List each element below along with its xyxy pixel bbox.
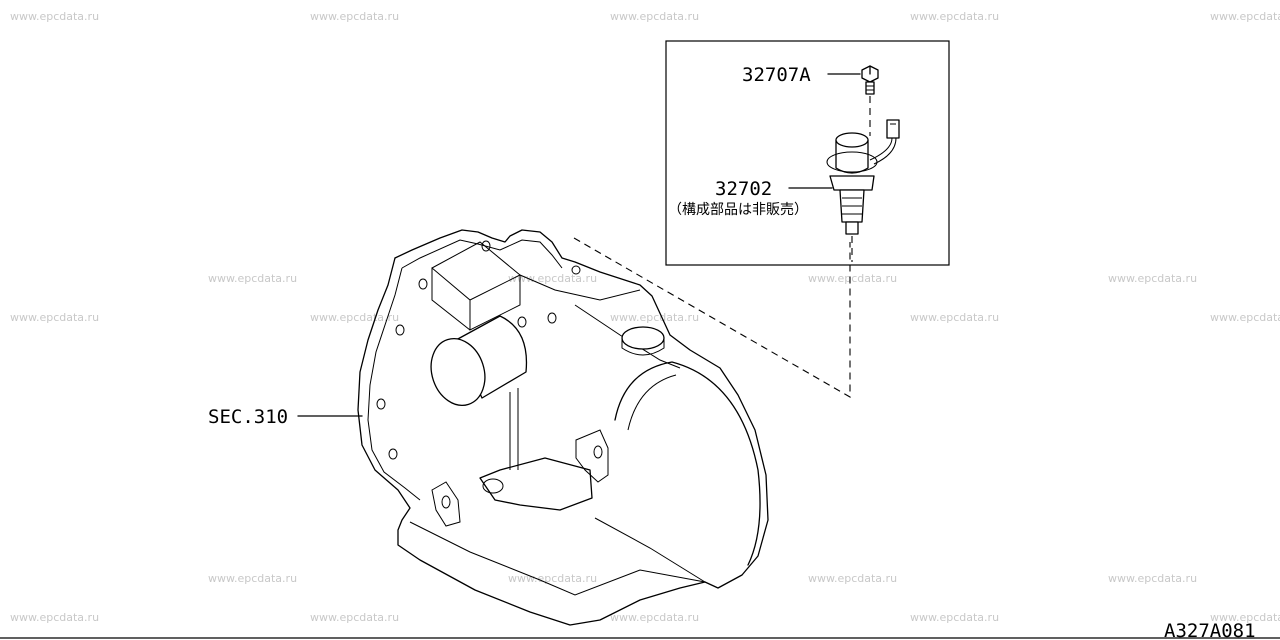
watermark-layer: www.epcdata.ru www.epcdata.ru www.epcdat… [10, 10, 1280, 624]
dashed-leader-line [573, 237, 851, 398]
watermark: www.epcdata.ru [208, 272, 297, 285]
watermark: www.epcdata.ru [910, 311, 999, 324]
watermark: www.epcdata.ru [808, 272, 897, 285]
watermark: www.epcdata.ru [808, 572, 897, 585]
watermark: www.epcdata.ru [1210, 311, 1280, 324]
detail-inset-box [665, 40, 950, 266]
watermark: www.epcdata.ru [10, 10, 99, 23]
watermark: www.epcdata.ru [1210, 10, 1280, 23]
speed-sensor-32702-drawing [826, 119, 900, 262]
section-reference-label: SEC.310 [208, 406, 288, 428]
watermark: www.epcdata.ru [310, 10, 399, 23]
bolt-32707a-drawing [861, 65, 879, 136]
part-label-bolt: 32707A [742, 64, 811, 86]
watermark: www.epcdata.ru [310, 611, 399, 624]
watermark: www.epcdata.ru [610, 311, 699, 324]
watermark: www.epcdata.ru [10, 311, 99, 324]
transmission-case-drawing [357, 229, 769, 626]
watermark: www.epcdata.ru [508, 572, 597, 585]
watermark: www.epcdata.ru [1210, 611, 1280, 624]
watermark: www.epcdata.ru [208, 572, 297, 585]
watermark: www.epcdata.ru [610, 10, 699, 23]
watermark: www.epcdata.ru [610, 611, 699, 624]
watermark: www.epcdata.ru [910, 10, 999, 23]
part-label-sensor: 32702 [715, 178, 772, 200]
watermark: www.epcdata.ru [1108, 272, 1197, 285]
watermark: www.epcdata.ru [10, 611, 99, 624]
watermark: www.epcdata.ru [1108, 572, 1197, 585]
watermark: www.epcdata.ru [910, 611, 999, 624]
part-note-not-sold-separately: （構成部品は非販売） [668, 202, 808, 218]
watermark: www.epcdata.ru [508, 272, 597, 285]
diagram-code: A327A081 [1164, 620, 1256, 640]
